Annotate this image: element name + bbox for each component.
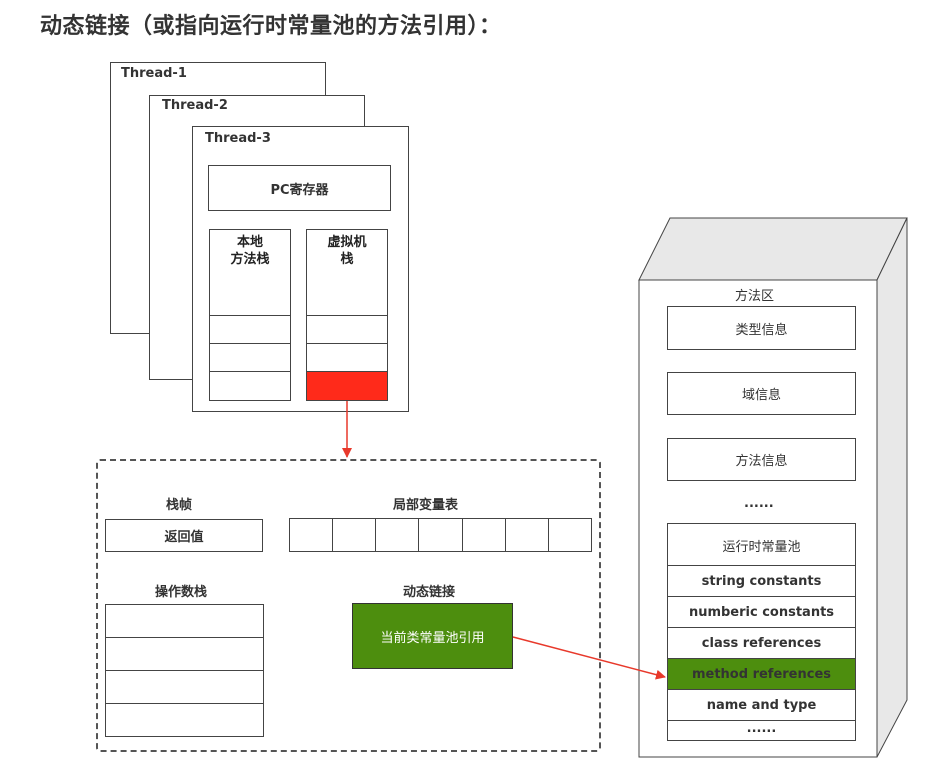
thread-2-label: Thread-2 [162, 98, 228, 113]
vm-stack-slot [306, 343, 388, 372]
native-stack-slot [209, 343, 291, 372]
method-info: 方法信息 [667, 438, 856, 481]
operand-stack-slot [105, 703, 264, 737]
local-var-slot [547, 518, 592, 552]
operand-stack-slot [105, 637, 264, 671]
pool-item-method-references: method references [667, 658, 856, 690]
native-method-stack-label: 本地 方法栈 [230, 235, 270, 267]
local-var-slot [289, 518, 334, 552]
operand-stack-slot [105, 604, 264, 638]
local-var-slot [461, 518, 506, 552]
pool-item: ...... [667, 720, 856, 741]
pool-item: class references [667, 627, 856, 659]
pool-item: numberic constants [667, 596, 856, 628]
native-stack-slot [209, 315, 291, 344]
pool-item: string constants [667, 565, 856, 597]
page-title: 动态链接（或指向运行时常量池的方法引用）： [40, 14, 502, 39]
operand-stack-label: 操作数栈 [155, 585, 208, 600]
stack-frame-detail [96, 459, 601, 752]
local-vars-table [289, 518, 592, 552]
native-stack-slot [209, 371, 291, 401]
pc-register: PC寄存器 [208, 165, 391, 211]
vm-stack-label: 虚拟机 栈 [327, 235, 367, 267]
current-class-pool-reference: 当前类常量池引用 [352, 603, 513, 669]
vm-stack-current-frame [306, 371, 388, 401]
local-var-slot [418, 518, 463, 552]
thread-1-label: Thread-1 [121, 66, 187, 81]
runtime-constant-pool-title: 运行时常量池 [667, 523, 856, 567]
vm-stack-slot [306, 315, 388, 344]
stack-frame-label: 栈帧 [166, 498, 193, 513]
local-vars-label: 局部变量表 [393, 498, 459, 513]
local-var-slot [332, 518, 377, 552]
method-area-side-face [876, 217, 908, 758]
dynamic-link-label: 动态链接 [403, 585, 456, 600]
operand-stack-slot [105, 670, 264, 704]
thread-3-label: Thread-3 [205, 131, 271, 146]
operand-stack [105, 604, 264, 737]
local-var-slot [504, 518, 549, 552]
return-value: 返回值 [105, 519, 263, 552]
method-area-top-face [638, 217, 908, 281]
method-area-title: 方法区 [735, 289, 775, 304]
type-info: 类型信息 [667, 306, 856, 350]
local-var-slot [375, 518, 420, 552]
method-area-ellipsis: ...... [744, 496, 774, 511]
pool-item: name and type [667, 689, 856, 721]
field-info: 域信息 [667, 372, 856, 415]
